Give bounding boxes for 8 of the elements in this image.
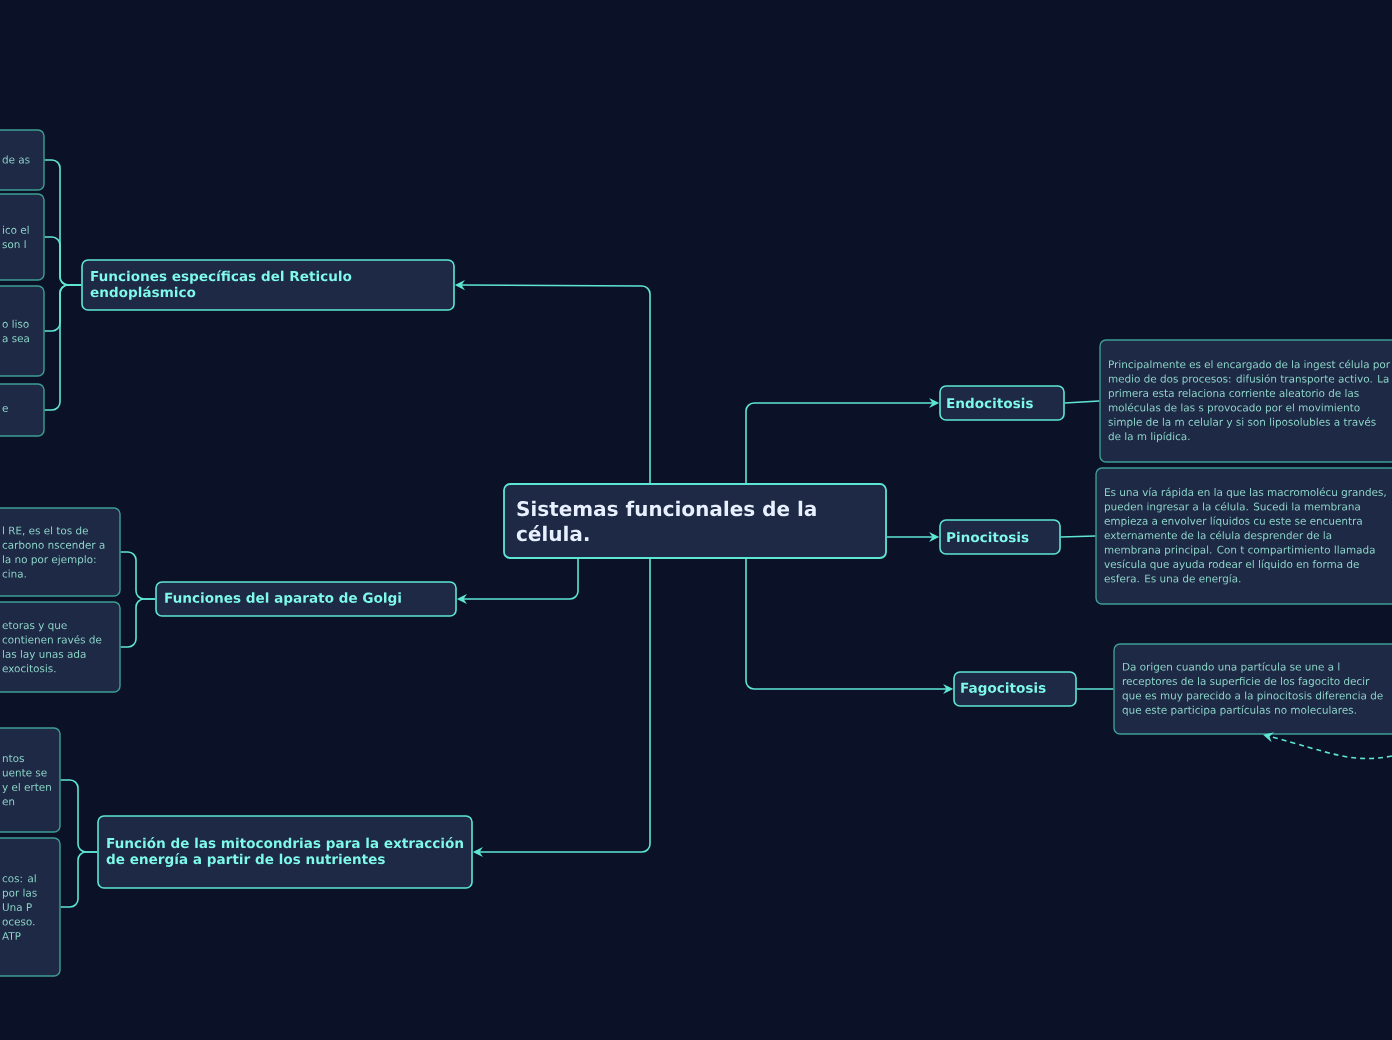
connector-line — [1076, 688, 1115, 690]
connector-line — [119, 598, 156, 648]
connector-line — [43, 284, 82, 411]
connector-line — [1060, 535, 1097, 538]
connector-line — [1064, 400, 1101, 404]
connector-line — [59, 851, 98, 908]
dashed-arrow — [1263, 732, 1392, 760]
root-topic-box: Sistemas funcionales de la célula. — [503, 483, 887, 559]
